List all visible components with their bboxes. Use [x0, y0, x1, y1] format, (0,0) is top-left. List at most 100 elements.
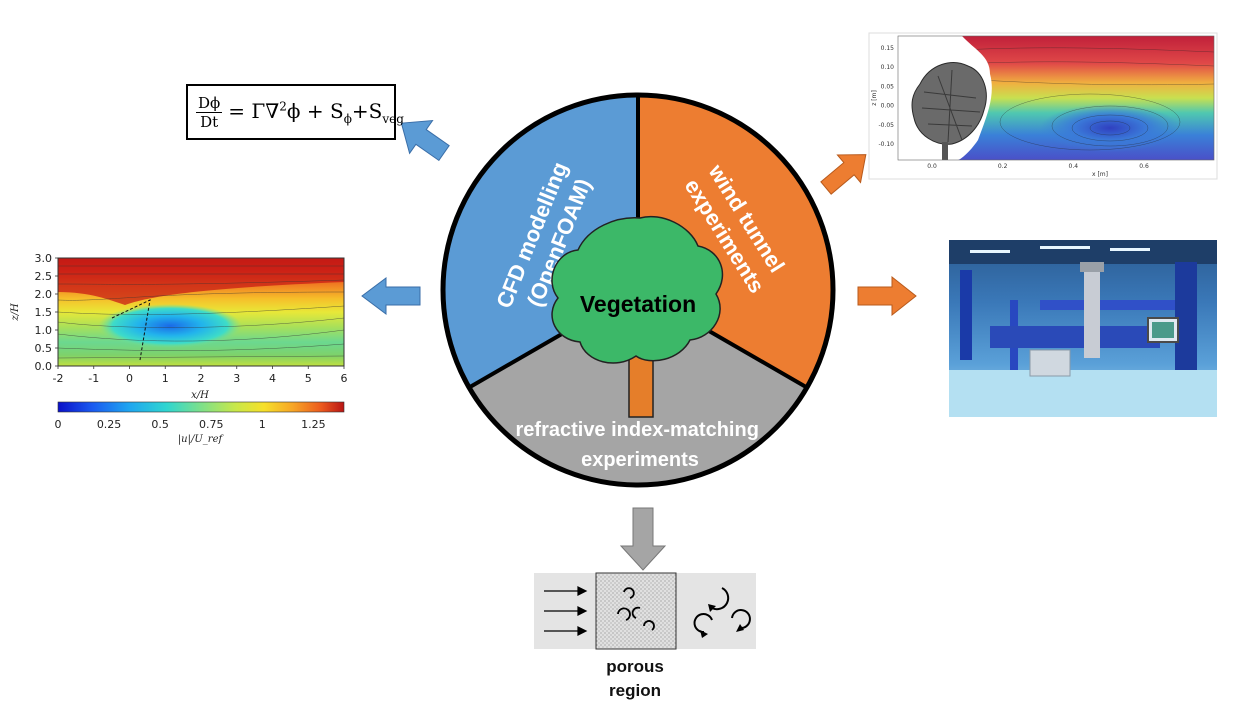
cfd-plot-shear-layer: [58, 258, 344, 305]
center-circle: CFD modelling (OpenFOAM) wind tunnel exp…: [440, 92, 836, 488]
equation-sub-phi: ϕ: [343, 111, 352, 126]
equation-denominator: Dt: [200, 112, 219, 131]
cfd-y-tick-label: 0.0: [35, 360, 53, 373]
lab-photo-frame-left: [960, 270, 972, 360]
equation-rhs-a: = Γ∇: [228, 98, 280, 123]
equation-rhs-c: +S: [351, 98, 383, 123]
porous-region-label: porous region: [585, 655, 685, 703]
cfd-colorbar-tick-label: 0.5: [151, 418, 169, 431]
cfd-plot-streamlines: [57, 265, 345, 359]
lab-photo-cabinet: [1029, 349, 1071, 377]
lab-photo-column-cap: [1080, 262, 1104, 272]
cfd-plot-xlabel: x/H: [191, 390, 209, 401]
wt-plot-streamlines: [959, 47, 1215, 151]
cfd-colorbar-tick-label: 1.25: [301, 418, 326, 431]
cfd-x-tick-label: -2: [53, 372, 64, 385]
vegetation-label: Vegetation: [580, 291, 696, 317]
porous-label-line2: region: [609, 681, 661, 700]
cfd-y-tick-label: 2.0: [35, 288, 53, 301]
cfd-plot-ylabel: z/H: [10, 303, 21, 322]
porous-label-line1: porous: [606, 657, 664, 676]
cfd-y-tick-label: 2.5: [35, 270, 53, 283]
wt-y-tick-label: -0.10: [878, 141, 894, 148]
lab-photo-floor: [949, 370, 1217, 417]
wt-plot-tree-texture: [921, 69, 981, 143]
cfd-colorbar-tick-label: 0.25: [97, 418, 122, 431]
tree-trunk: [628, 354, 654, 418]
cfd-y-tick-label: 1.5: [35, 306, 53, 319]
equation-rhs-sup: 2: [279, 98, 287, 113]
wt-plot-frame: [897, 35, 1215, 161]
cfd-y-tick-label: 3.0: [35, 252, 53, 265]
equation-sub-veg: veg: [382, 111, 404, 126]
equation-numerator: Dϕ: [196, 93, 223, 113]
equation-rhs: = Γ∇2ϕ + Sϕ+Sveg: [228, 99, 404, 126]
cfd-y-tick-label: 1.0: [35, 324, 53, 337]
wt-plot-x-ticks: 0.0 0.2 0.4 0.6: [927, 163, 1149, 170]
cfd-x-tick-label: 1: [162, 372, 169, 385]
rim-label: refractive index-matching experiments: [516, 419, 765, 471]
porous-block: [595, 572, 677, 650]
wt-y-tick-label: 0.10: [881, 64, 895, 71]
cfd-plot-wake: [98, 304, 242, 348]
equation-rhs-b: ϕ + S: [286, 98, 344, 123]
porous-region-diagram: [534, 572, 756, 650]
wt-y-tick-label: 0.00: [881, 103, 895, 110]
cfd-contour-plot: -2 -1 0 1 2 3 4 5 6 0.0 0.5 1.0 1.5 2.0 2.5 3.0 x/H z/…: [10, 252, 348, 445]
wt-x-tick-label: 0.0: [927, 163, 937, 170]
rim-label-line2: experiments: [581, 449, 699, 471]
tree-crown: [551, 215, 724, 364]
cfd-colorbar-tick-label: 0: [55, 418, 62, 431]
wt-plot-ylabel: z [m]: [871, 90, 878, 106]
arrow-to-lab-photo: [857, 275, 917, 317]
large-eddies: [693, 587, 751, 634]
arrow-to-cfd-plot: [361, 277, 421, 315]
arrow-to-equation: [400, 119, 450, 162]
cfd-colorbar-ticks: 0 0.25 0.5 0.75 1 1.25: [55, 418, 326, 431]
lab-photo-rig-base: [990, 326, 1160, 348]
cfd-x-tick-label: 0: [126, 372, 133, 385]
cfd-colorbar: [57, 401, 345, 413]
wt-y-tick-label: 0.15: [881, 45, 895, 52]
wt-plot-y-ticks: 0.15 0.10 0.05 0.00 -0.05 -0.10: [878, 45, 894, 148]
cfd-y-tick-label: 0.5: [35, 342, 53, 355]
lab-photo-rig-top: [1040, 300, 1180, 310]
wt-x-tick-label: 0.2: [998, 163, 1008, 170]
governing-equation: Dϕ Dt = Γ∇2ϕ + Sϕ+Sveg: [186, 84, 404, 140]
cfd-x-tick-label: 6: [341, 372, 348, 385]
circle-outline: [440, 92, 836, 488]
wt-plot-xlabel: x [m]: [1092, 171, 1108, 178]
cfd-x-tick-label: -1: [88, 372, 99, 385]
cfd-x-tick-label: 3: [233, 372, 240, 385]
lab-photo-ceiling-lights: [970, 246, 1150, 253]
wind-tunnel-lab-photo: [949, 240, 1217, 417]
large-eddy-heads: [700, 604, 744, 638]
cfd-plot-x-ticks: -2 -1 0 1 2 3 4 5 6: [53, 366, 348, 385]
wt-plot-vortex: [1040, 104, 1180, 152]
equation-fraction: Dϕ Dt: [196, 93, 223, 131]
lab-photo-monitor-screen: [1152, 322, 1174, 338]
cfd-x-tick-label: 2: [198, 372, 205, 385]
wt-plot-trunk: [942, 142, 948, 160]
arrow-to-wind-plot: [820, 154, 867, 195]
cfd-colorbar-tick-label: 0.75: [199, 418, 224, 431]
wt-x-tick-label: 0.6: [1139, 163, 1149, 170]
arrow-to-porous: [619, 507, 667, 571]
lab-photo-column: [1084, 268, 1100, 358]
cfd-colorbar-label: |u|/U_ref: [178, 434, 225, 445]
wt-x-tick-label: 0.4: [1069, 163, 1079, 170]
wt-y-tick-label: -0.05: [878, 122, 894, 129]
cfd-x-tick-label: 4: [269, 372, 276, 385]
cfd-x-tick-label: 5: [305, 372, 312, 385]
rim-label-line1: refractive index-matching: [516, 419, 759, 441]
small-eddies: [617, 587, 655, 631]
tree-icon: Vegetation: [551, 215, 724, 418]
cfd-plot-canopy-outline: [111, 299, 151, 361]
lab-photo-right-tower: [1175, 262, 1197, 370]
cfd-plot-y-ticks: 0.0 0.5 1.0 1.5 2.0 2.5 3.0: [35, 252, 58, 373]
wt-y-tick-label: 0.05: [881, 83, 895, 90]
cfd-colorbar-tick-label: 1: [259, 418, 266, 431]
inflow-arrows: [544, 586, 588, 636]
